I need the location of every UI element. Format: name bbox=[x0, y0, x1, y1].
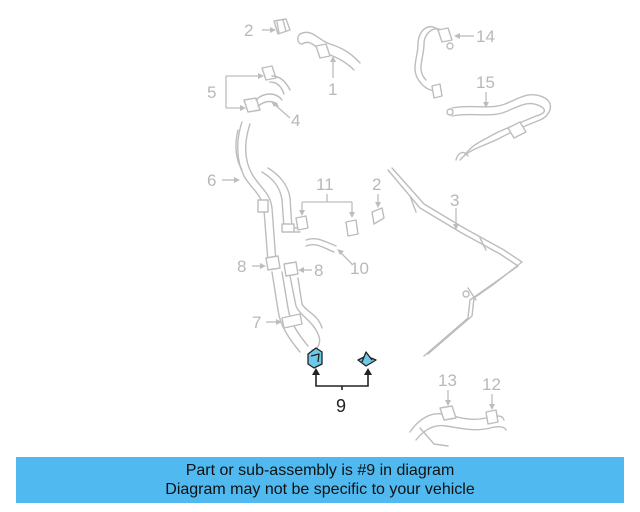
part-13-12-pipe bbox=[409, 405, 507, 447]
callout-11: 11 bbox=[316, 175, 334, 194]
part-11-clamps bbox=[295, 215, 359, 237]
callout-8-right: 8 bbox=[314, 261, 323, 280]
part-8-clips bbox=[265, 255, 299, 277]
leader-11 bbox=[301, 201, 353, 214]
callout-5: 5 bbox=[207, 83, 216, 102]
part-3-line bbox=[387, 167, 523, 357]
callout-9: 9 bbox=[336, 396, 346, 416]
leader-10 bbox=[339, 251, 353, 265]
banner-line-disclaimer: Diagram may not be specific to your vehi… bbox=[165, 481, 475, 498]
part-7-lower-pipe bbox=[271, 271, 323, 353]
callout-8-left: 8 bbox=[237, 257, 246, 276]
part-2-top-clip bbox=[273, 18, 291, 35]
part-14-cable bbox=[414, 26, 454, 99]
callout-14: 14 bbox=[476, 27, 495, 46]
callout-13: 13 bbox=[438, 371, 457, 390]
callout-7: 7 bbox=[252, 313, 261, 332]
callout-4: 4 bbox=[291, 111, 300, 130]
leader-9 bbox=[315, 372, 369, 390]
callout-3: 3 bbox=[450, 191, 459, 210]
part-1-hose bbox=[297, 31, 361, 71]
parts-diagram: 2 1 14 15 5 bbox=[207, 18, 552, 447]
callout-2-top: 2 bbox=[244, 21, 253, 40]
info-banner: Part or sub-assembly is #9 in diagram Di… bbox=[16, 457, 624, 503]
callout-2-mid: 2 bbox=[372, 175, 381, 194]
callout-15: 15 bbox=[476, 73, 495, 92]
callout-12: 12 bbox=[482, 375, 501, 394]
part-6-pipe bbox=[235, 121, 301, 263]
callout-10: 10 bbox=[350, 259, 369, 278]
part-9-clip-left[interactable] bbox=[307, 347, 323, 369]
part-9-clip-right[interactable] bbox=[357, 351, 377, 367]
banner-line-part: Part or sub-assembly is #9 in diagram bbox=[185, 462, 455, 479]
part-5-upper-hose bbox=[261, 65, 291, 95]
part-10-hose bbox=[305, 237, 337, 253]
leader-4 bbox=[273, 103, 291, 119]
part-4-hose bbox=[243, 93, 283, 113]
callout-1: 1 bbox=[328, 80, 337, 99]
callout-6: 6 bbox=[207, 171, 216, 190]
part-15-hose bbox=[446, 94, 552, 161]
part-2-mid-clip bbox=[371, 207, 385, 225]
